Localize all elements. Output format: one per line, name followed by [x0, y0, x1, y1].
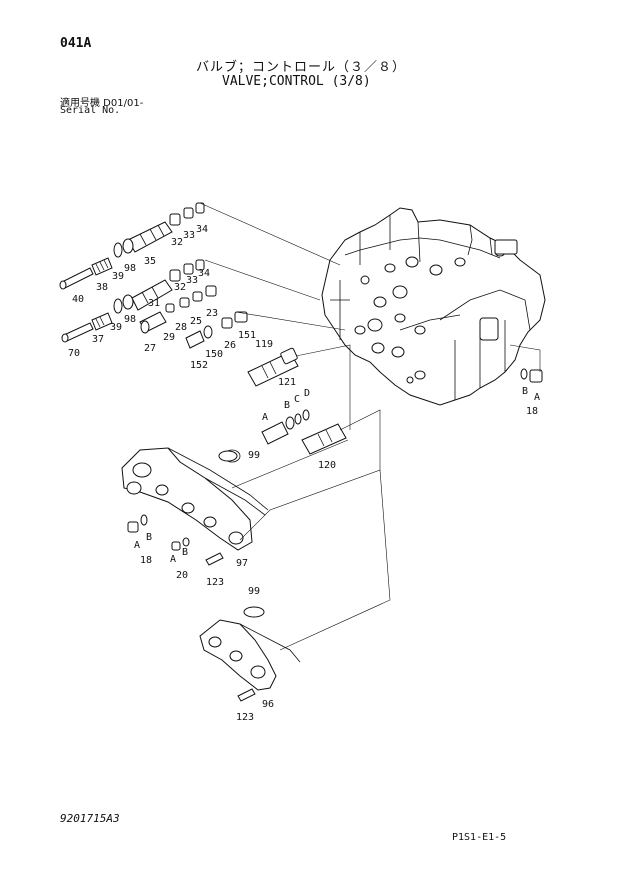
label-121: 121 — [278, 377, 296, 388]
label-119: 119 — [255, 339, 273, 350]
label-34: 34 — [198, 268, 210, 279]
relief-valve-120 — [301, 423, 347, 455]
label-38: 38 — [96, 282, 108, 293]
relief-valve-119 — [247, 347, 299, 387]
label-23: 23 — [206, 308, 218, 319]
page-reference: P1S1-E1-5 — [452, 832, 507, 843]
label-32: 32 — [171, 237, 183, 248]
label-34: 34 — [196, 224, 208, 235]
label-B: B — [284, 400, 290, 411]
label-37: 37 — [92, 334, 104, 345]
title-english: VALVE;CONTROL (3/8) — [222, 74, 371, 89]
label-A: A — [262, 412, 268, 423]
label-B: B — [522, 386, 528, 397]
control-valve-body — [321, 207, 546, 406]
label-99: 99 — [248, 450, 260, 461]
label-97: 97 — [236, 558, 248, 569]
label-B: B — [182, 547, 188, 558]
label-A: A — [170, 554, 176, 565]
label-D: D — [304, 388, 310, 399]
plug-18-right — [520, 368, 543, 383]
label-A: A — [134, 540, 140, 551]
label-99: 99 — [248, 586, 260, 597]
label-123: 123 — [206, 577, 224, 588]
label-123: 123 — [236, 712, 254, 723]
spool-assembly-upper — [59, 202, 205, 290]
label-20: 20 — [176, 570, 188, 581]
title-japanese: バルブ；コントロール（３／８） — [196, 60, 407, 75]
label-32: 32 — [174, 282, 186, 293]
small-plugs-lower-left — [127, 450, 256, 702]
label-29: 29 — [163, 332, 175, 343]
label-28: 28 — [175, 322, 187, 333]
label-151: 151 — [238, 330, 256, 341]
label-26: 26 — [224, 340, 236, 351]
label-70: 70 — [68, 348, 80, 359]
label-98: 98 — [124, 263, 136, 274]
label-27: 27 — [144, 343, 156, 354]
label-120: 120 — [318, 460, 336, 471]
label-18: 18 — [526, 406, 538, 417]
spool-assembly-middle — [61, 259, 205, 343]
label-25: 25 — [190, 316, 202, 327]
label-39: 39 — [112, 271, 124, 282]
label-96: 96 — [262, 699, 274, 710]
label-B: B — [146, 532, 152, 543]
label-33: 33 — [186, 275, 198, 286]
label-40: 40 — [72, 294, 84, 305]
label-C: C — [294, 394, 300, 405]
label-18: 18 — [140, 555, 152, 566]
document-number: 9201715A3 — [60, 812, 120, 825]
cover-96 — [199, 606, 301, 691]
spool-assembly-lower — [139, 285, 248, 349]
label-33: 33 — [183, 230, 195, 241]
label-A: A — [534, 392, 540, 403]
label-150: 150 — [205, 349, 223, 360]
cover-97 — [121, 447, 269, 551]
guide-lines — [199, 202, 541, 651]
relief-valve-121 — [261, 409, 310, 445]
serial-label-japanese: 適用号機 D01/01- — [60, 98, 144, 109]
label-39: 39 — [110, 322, 122, 333]
label-98: 98 — [124, 314, 136, 325]
label-35: 35 — [144, 256, 156, 267]
serial-label-english: Serial No. — [60, 105, 121, 116]
label-152: 152 — [190, 360, 208, 371]
part-labels: 34 33 32 35 39 98 38 40 34 33 32 31 98 3… — [68, 224, 540, 723]
label-31: 31 — [148, 298, 160, 309]
page-code: 041A — [60, 36, 92, 51]
